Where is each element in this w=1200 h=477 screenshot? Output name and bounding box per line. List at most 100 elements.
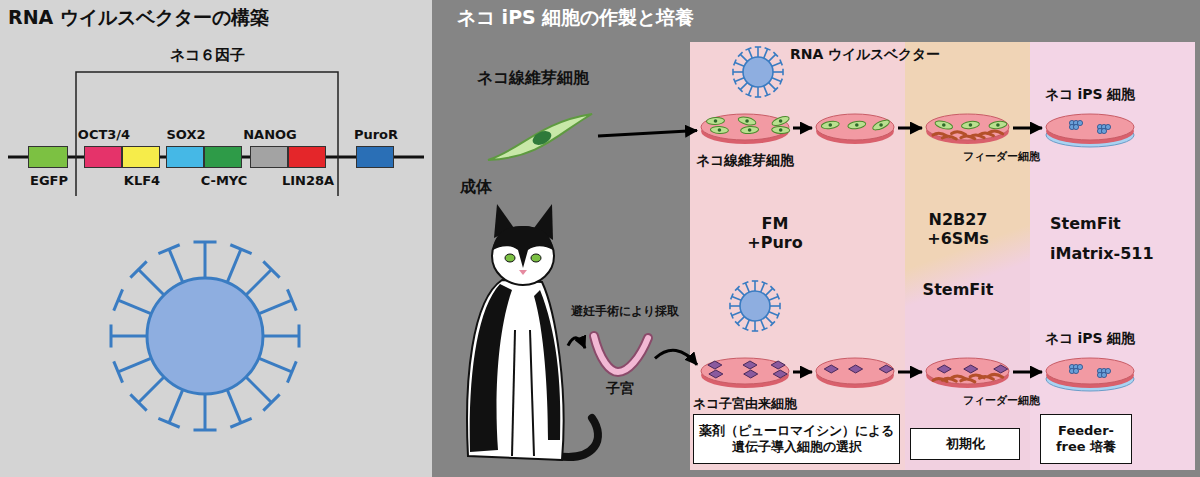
virus-spike — [735, 78, 744, 82]
nucleus — [714, 119, 718, 123]
virus-spike — [754, 281, 756, 291]
virus-spike — [754, 321, 756, 331]
virus-spike — [227, 249, 241, 282]
virus-spike — [735, 62, 744, 66]
uterine-cell — [708, 361, 722, 369]
virus-spike — [761, 283, 765, 292]
culture-dish: フィーダー細胞 — [925, 108, 1010, 148]
spike-cap — [752, 280, 758, 282]
node-label: フィーダー細胞 — [963, 394, 1040, 407]
virus-spike — [745, 283, 749, 292]
spike-cap — [780, 79, 782, 85]
uterine-cell — [744, 370, 758, 378]
spike-cap — [735, 286, 740, 291]
spike-cap — [731, 293, 733, 299]
virus-spike — [740, 83, 747, 90]
fibroblast-cell — [488, 114, 592, 160]
spike-cap — [158, 418, 179, 427]
spike-cap — [777, 293, 779, 299]
uterine-cell — [709, 370, 723, 378]
spike-cap — [755, 96, 761, 98]
spike-cap — [738, 87, 743, 92]
nucleus — [942, 123, 946, 127]
virus-spike — [732, 296, 741, 300]
virus-spike — [118, 358, 151, 372]
nucleus — [718, 128, 722, 132]
feeder-cell — [979, 133, 993, 136]
gene-box: OCT3/4 — [84, 146, 122, 168]
nucleus — [828, 123, 832, 127]
feeder-cell — [989, 131, 1003, 134]
figure-node: 成体 — [455, 205, 565, 470]
dish-drawing — [700, 108, 790, 148]
virus-spike — [169, 249, 183, 282]
virus-spike — [204, 394, 207, 430]
feeder-cell — [942, 378, 956, 381]
node-label: ネコ線維芽細胞 — [477, 68, 589, 87]
ips-colony — [1077, 120, 1082, 125]
virus-spike — [748, 49, 752, 58]
virus-spike — [118, 300, 151, 314]
spike-cap — [762, 328, 768, 330]
node-label: SOX2 — [166, 127, 205, 143]
gene-box: EGFP — [28, 146, 68, 168]
nucleus — [779, 128, 783, 132]
flow-arrow — [655, 350, 697, 364]
spike-cap — [158, 245, 179, 254]
virus-icon — [730, 281, 780, 331]
virus-spike — [766, 288, 773, 295]
virus-spike — [764, 49, 768, 58]
spike-cap — [230, 418, 251, 427]
fibroblast — [961, 120, 980, 129]
nucleus — [779, 119, 783, 123]
virus-spike — [772, 62, 781, 66]
fibroblast — [847, 120, 866, 130]
virus-spike — [111, 335, 147, 338]
virus-spike — [745, 320, 749, 329]
dish-top — [926, 358, 1009, 384]
fibroblast — [821, 120, 840, 130]
virus-spike — [737, 288, 744, 295]
virus-spike — [204, 242, 207, 278]
node-label: Feeder-free 培養 — [1046, 423, 1126, 456]
node-label: StemFit — [913, 280, 1003, 299]
virus-spike — [263, 335, 299, 338]
uterine-cell — [773, 370, 787, 378]
fibroblast — [740, 126, 758, 134]
virus-spike — [259, 358, 292, 372]
flow-arrow — [898, 371, 922, 374]
node-label: LIN28A — [282, 173, 334, 189]
feeder-cell — [942, 136, 956, 139]
node-label: FM +Puro — [735, 214, 815, 252]
culture-dish — [815, 352, 895, 392]
spike-cap — [130, 261, 146, 277]
node-label: ネコ子宮由来細胞 — [693, 396, 797, 412]
virus-spike — [730, 305, 740, 307]
virus-spike — [259, 300, 292, 314]
feeder-cell — [952, 132, 966, 135]
nucleus — [745, 119, 749, 123]
fibroblast — [771, 115, 790, 128]
virus-spike — [737, 317, 744, 324]
culture-dish: ネコ子宮由来細胞 — [700, 352, 790, 392]
dish-drawing — [925, 352, 1010, 392]
spike-cap — [773, 52, 778, 57]
dish-top — [1046, 358, 1134, 384]
feeder-cell — [961, 379, 975, 382]
virus-spike — [246, 270, 271, 295]
spike-cap — [729, 303, 731, 309]
virus-icon — [733, 47, 783, 97]
spike-cap — [765, 48, 771, 50]
virus-spike — [757, 47, 759, 57]
node-label: EGFP — [30, 173, 68, 189]
step-box: 初期化 — [910, 428, 1020, 460]
node-label: ネコ線維芽細胞 — [696, 152, 794, 169]
gene-box: PuroR — [356, 146, 394, 168]
ips-colony — [1101, 128, 1106, 133]
panel: RNA ウイルスベクターの構築EGFPOCT3/4KLF4SOX2C-MYCNA… — [0, 0, 432, 477]
spike-cap — [114, 361, 123, 382]
fibroblast — [934, 119, 953, 130]
virus-spike — [766, 317, 773, 324]
spike-cap — [114, 289, 123, 310]
step-box: 薬剤（ピューロマイシン）による遺伝子導入細胞の選択 — [693, 414, 900, 464]
